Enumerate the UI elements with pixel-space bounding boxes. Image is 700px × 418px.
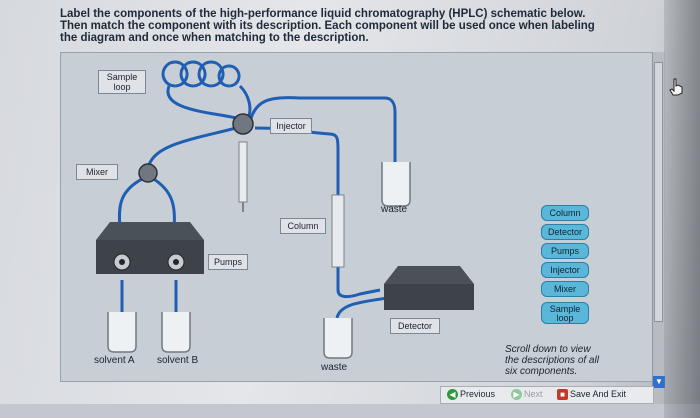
scroll-down-arrow-icon[interactable]: ▼ — [653, 376, 665, 388]
scrollbar-thumb[interactable] — [654, 62, 663, 322]
label-pumps[interactable]: Pumps — [208, 254, 248, 270]
previous-arrow-icon: ◀ — [447, 389, 458, 401]
next-label: Next — [524, 389, 543, 399]
chip-column[interactable]: Column — [541, 205, 589, 221]
scroll-note-line: Scroll down to view — [505, 344, 591, 355]
column-tube — [331, 194, 345, 268]
scroll-note-line: six components. — [505, 366, 578, 377]
instruction-line: Label the components of the high-perform… — [60, 8, 586, 20]
instruction-line: the diagram and once when matching to th… — [60, 32, 369, 44]
loop-return — [238, 84, 252, 119]
detector-box-top — [384, 266, 474, 284]
chip-mixer[interactable]: Mixer — [541, 281, 589, 297]
previous-button[interactable]: ◀Previous — [447, 388, 495, 401]
syringe — [238, 141, 248, 203]
pump-box — [96, 240, 204, 274]
screen-glare — [664, 0, 700, 418]
injector-to-column-tube — [254, 126, 340, 195]
mixer-valve — [138, 163, 158, 183]
vertical-scrollbar[interactable]: ▼ — [652, 52, 665, 388]
solvent-b-beaker — [161, 312, 191, 353]
chip-injector[interactable]: Injector — [541, 262, 589, 278]
bottom-edge — [0, 404, 700, 418]
detector-to-waste-tube — [335, 296, 389, 319]
save-exit-label: Save And Exit — [570, 389, 627, 399]
solvent-a-beaker — [107, 312, 137, 353]
chip-sample-loop[interactable]: Sample loop — [541, 302, 589, 324]
hand-cursor-icon — [669, 78, 683, 96]
label-injector[interactable]: Injector — [270, 118, 312, 134]
label-column[interactable]: Column — [280, 218, 326, 234]
injector-valve — [232, 113, 254, 135]
scroll-note: Scroll down to view the descriptions of … — [505, 344, 599, 377]
label-detector[interactable]: Detector — [390, 318, 440, 334]
navigation-bar: ◀Previous ▶Next ■Save And Exit — [440, 386, 654, 404]
sample-loop-coil — [161, 60, 241, 88]
waste-bottom-label: waste — [321, 362, 348, 373]
waste-beaker-top — [381, 162, 411, 207]
pump-box-top — [96, 222, 204, 240]
loop-to-injector — [166, 85, 237, 120]
label-mixer[interactable]: Mixer — [76, 164, 118, 180]
instructions: Label the components of the high-perform… — [60, 8, 620, 44]
previous-label: Previous — [460, 389, 496, 399]
solvent-b-label: solvent B — [157, 355, 199, 366]
chip-pumps[interactable]: Pumps — [541, 243, 589, 259]
mixer-to-injector-tube — [146, 126, 237, 171]
next-button[interactable]: ▶Next — [511, 388, 543, 401]
solvent-a-label: solvent A — [94, 355, 135, 366]
waste-beaker-bottom — [323, 318, 353, 359]
injector-to-waste-tube — [248, 96, 397, 170]
save-exit-icon: ■ — [557, 389, 568, 401]
instruction-line: Then match the component with its descri… — [60, 20, 595, 32]
waste-top-label: waste — [381, 204, 408, 215]
mixer-to-pump-a-tube — [117, 176, 145, 229]
scroll-note-line: the descriptions of all — [505, 355, 599, 366]
chip-detector[interactable]: Detector — [541, 224, 589, 240]
next-arrow-icon: ▶ — [511, 389, 522, 401]
mixer-to-pump-b-tube — [151, 176, 176, 229]
column-to-detector-tube — [336, 266, 381, 299]
detector-box — [384, 284, 474, 310]
label-sample-loop[interactable]: Sample loop — [98, 70, 146, 94]
save-and-exit-button[interactable]: ■Save And Exit — [557, 388, 626, 401]
